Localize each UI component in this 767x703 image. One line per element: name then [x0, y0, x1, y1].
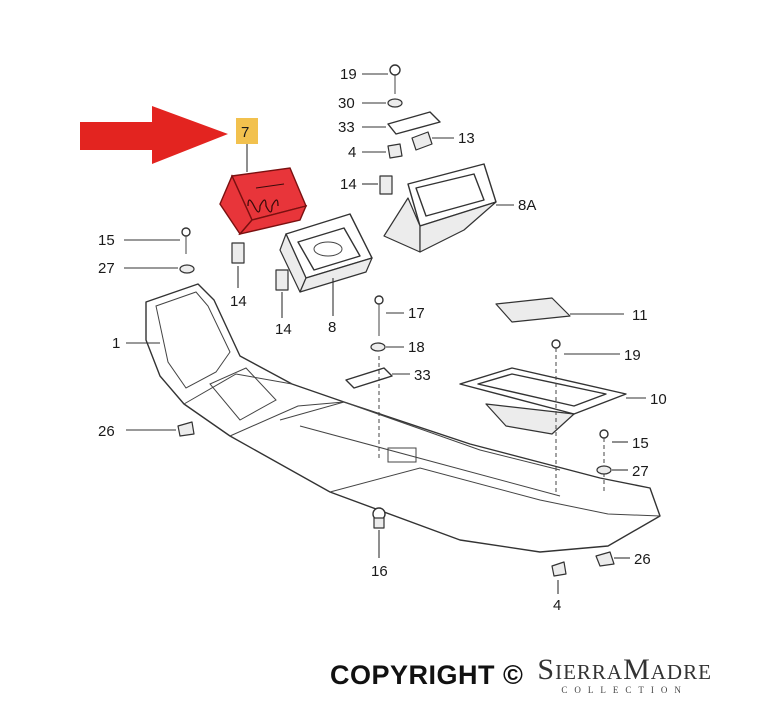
- callout-19-top: 19: [340, 66, 357, 83]
- brand-logo: SierraMadre COLLECTION: [537, 652, 712, 696]
- part-7-tag: [236, 118, 258, 144]
- callout-33-mid: 33: [414, 367, 431, 384]
- callout-4-top: 4: [348, 144, 356, 161]
- callout-16: 16: [371, 563, 388, 580]
- part-11-pad: [495, 297, 571, 323]
- fasteners-top: [362, 64, 454, 195]
- callout-26-left: 26: [98, 423, 115, 440]
- callout-8: 8: [328, 319, 336, 336]
- brand-subtitle: COLLECTION: [561, 684, 688, 695]
- callout-8A: 8A: [518, 197, 536, 214]
- callout-27-right: 27: [632, 463, 649, 480]
- part-7-highlighted: [219, 167, 308, 236]
- part-1-console: [145, 283, 661, 553]
- fasteners-middle: [345, 295, 410, 460]
- callout-13: 13: [458, 130, 475, 147]
- callout-19-right: 19: [624, 347, 641, 364]
- part-8A: [383, 163, 497, 253]
- callout-11: 11: [632, 307, 648, 324]
- callout-14-b: 14: [275, 321, 292, 338]
- fasteners-bottom-left: [126, 421, 386, 558]
- callout-14-a: 14: [230, 293, 247, 310]
- callout-33-top: 33: [338, 119, 355, 136]
- part-10-tray: [459, 367, 627, 435]
- callout-27-left: 27: [98, 260, 115, 277]
- callout-30: 30: [338, 95, 355, 112]
- part-8: [279, 213, 373, 293]
- callout-10: 10: [650, 391, 667, 408]
- callout-7: 7: [241, 124, 249, 141]
- callout-1: 1: [112, 335, 120, 352]
- callout-18: 18: [408, 339, 425, 356]
- brand-name: SierraMadre: [537, 652, 712, 686]
- copyright-footer: COPYRIGHT © SierraMadre COLLECTION: [330, 652, 760, 698]
- callout-17: 17: [408, 305, 425, 322]
- copyright-text: COPYRIGHT ©: [330, 659, 524, 690]
- callout-15-right: 15: [632, 435, 649, 452]
- highlight-arrow: [80, 106, 228, 164]
- callout-14-right: 14: [340, 176, 357, 193]
- fasteners-left: [124, 227, 289, 318]
- callout-15-left: 15: [98, 232, 115, 249]
- callouts: 19 30 33 13 4 14 8A 15 27 14 14 8 17 18 …: [98, 66, 667, 614]
- callout-4-bottom: 4: [553, 597, 561, 614]
- fasteners-right: [551, 339, 630, 594]
- callout-26-right: 26: [634, 551, 651, 568]
